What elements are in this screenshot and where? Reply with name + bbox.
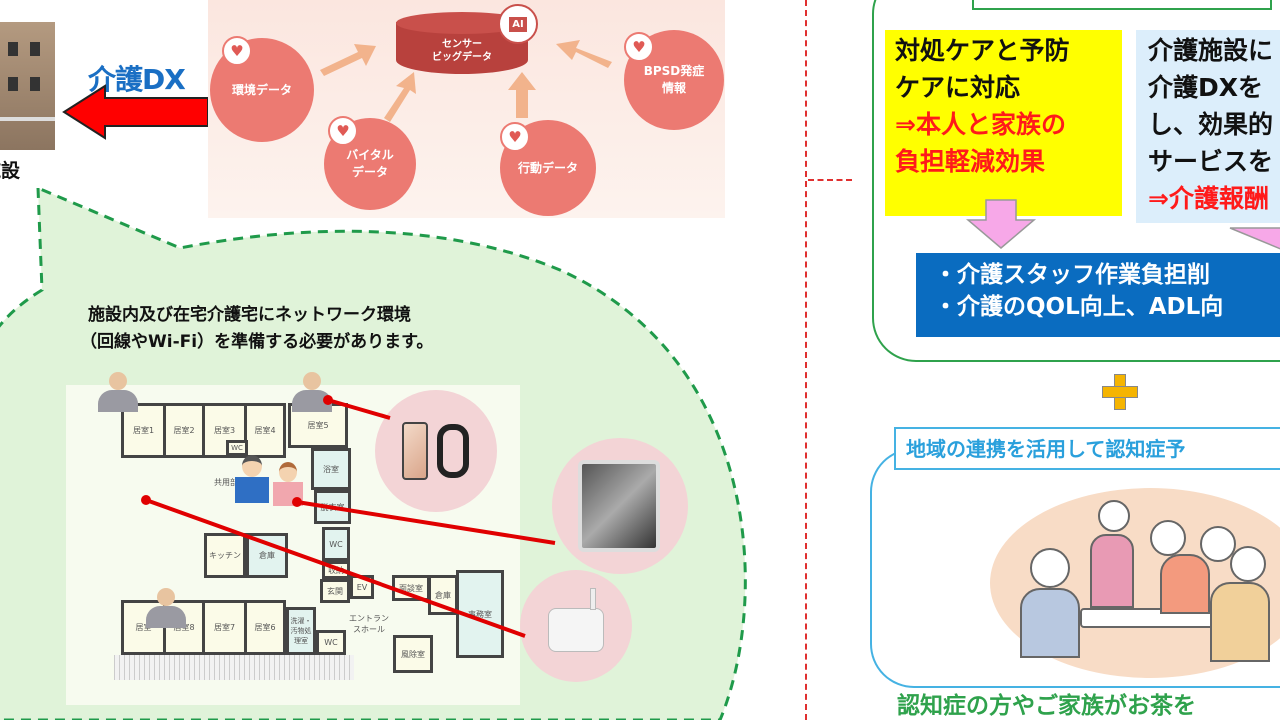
blue-box-text: 介護DXを: [1148, 73, 1264, 102]
room-label: エントランスホール: [349, 614, 389, 634]
sensor-data-diagram: センサー ビッグデータ AI 環境データ ♥ バイタル データ ♥ 行動データ …: [208, 0, 725, 218]
room: WC: [316, 630, 346, 655]
big-data-label: センサー ビッグデータ: [432, 39, 492, 63]
panel-header-box: [972, 0, 1272, 10]
yellow-text-red: ⇒本人と家族の: [895, 110, 1066, 139]
network-note: 施設内及び在宅介護宅にネットワーク環境 （回線やWi-Fi）を準備する必要があり…: [80, 302, 433, 356]
bottom-caption: 認知症の方やご家族がお茶を: [897, 693, 1196, 719]
network-note-line: 施設内及び在宅介護宅にネットワーク環境: [88, 305, 411, 325]
room: EV: [350, 575, 374, 599]
blue-box-text: し、効果的: [1148, 110, 1274, 139]
node-vital-data: バイタル データ: [324, 118, 416, 210]
heart-icon: ♥: [500, 122, 530, 152]
smartphone-wristband-device: [375, 390, 497, 512]
community-title: 地域の連携を活用して認知症予: [906, 437, 1186, 461]
room: 居室2: [163, 403, 205, 458]
room: 居室6: [244, 600, 286, 655]
pink-down-arrow: [1229, 227, 1280, 250]
router-icon: [548, 608, 604, 652]
red-arrow-left: [62, 84, 209, 140]
blue-box-text: 介護施設に: [1148, 36, 1274, 65]
facility-building-image: [0, 22, 55, 150]
room: WC: [322, 527, 350, 561]
lightblue-box: 介護施設に 介護DXを し、効果的 サービスを ⇒介護報酬: [1136, 30, 1280, 223]
room: 面談室: [392, 575, 430, 601]
yellow-text: ケアに対応: [895, 73, 1021, 102]
tablet-device: [552, 438, 688, 574]
tablet-icon: [578, 460, 660, 552]
pink-down-arrow: [966, 199, 1037, 249]
elderly-person-icon: [98, 372, 138, 412]
elderly-person-icon: [146, 588, 186, 628]
community-title-box: 地域の連携を活用して認知症予: [894, 427, 1280, 470]
heart-icon: ♥: [624, 32, 654, 62]
divider-line: [805, 0, 807, 720]
blue-box-text: サービスを: [1148, 147, 1274, 176]
caregiver-icon: [232, 455, 272, 503]
room: 居室1: [121, 403, 166, 458]
network-note-line: （回線やWi-Fi）を準備する必要があります。: [80, 332, 434, 352]
room: 倉庫: [246, 533, 288, 578]
room: 事務室: [456, 570, 504, 658]
yellow-text-red: 負担軽減効果: [895, 147, 1046, 176]
result-box: ・介護スタッフ作業負担削 ・介護のQOL向上、ADL向: [916, 253, 1280, 337]
heart-icon: ♥: [222, 36, 252, 66]
result-line: ・介護のQOL向上、ADL向: [934, 294, 1224, 320]
result-line: ・介護スタッフ作業負担削: [934, 262, 1210, 288]
care-dx-effect-panel: [872, 0, 1280, 362]
blue-box-text-red: ⇒介護報酬: [1148, 184, 1269, 213]
room: 浴室: [311, 448, 351, 490]
room: WC: [226, 440, 248, 456]
data-flow-arrows: [320, 40, 612, 122]
plus-icon: [1102, 374, 1138, 410]
yellow-box: 対処ケアと予防 ケアに対応 ⇒本人と家族の 負担軽減効果: [885, 30, 1122, 216]
room: キッチン: [204, 533, 246, 578]
wristband-icon: [437, 424, 469, 478]
terrace: [114, 655, 354, 680]
caregiver-icon: [268, 462, 308, 506]
connector-dash: [808, 179, 852, 181]
ai-chip-icon: AI: [498, 4, 538, 44]
facility-label: 施設: [0, 160, 21, 182]
router-device: [520, 570, 632, 682]
smartphone-icon: [402, 422, 428, 480]
room-label: 共用部: [214, 478, 238, 487]
heart-icon: ♥: [328, 116, 358, 146]
room: 玄関: [320, 579, 350, 603]
elderly-person-icon: [292, 372, 332, 412]
room: 洗濯・汚物処理室: [286, 607, 316, 655]
room: 居室4: [244, 403, 286, 458]
room: 風除室: [393, 635, 433, 673]
device-connection-lines: [141, 395, 556, 638]
tea-gathering-illustration: [990, 488, 1280, 688]
yellow-text: 対処ケアと予防: [895, 36, 1070, 65]
